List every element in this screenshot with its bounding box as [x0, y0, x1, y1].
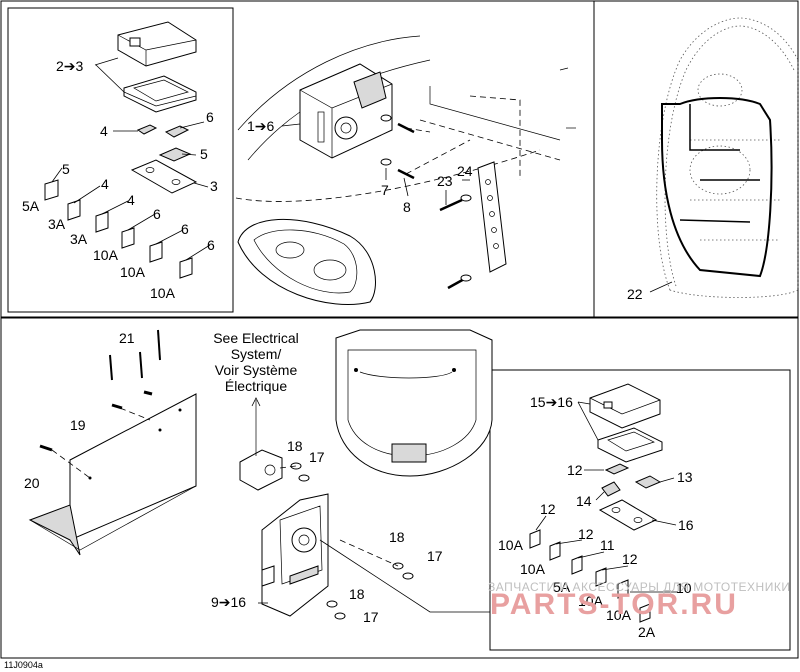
fasteners-19-21 [39, 329, 161, 479]
callout-20: 20 [24, 475, 40, 491]
fuse-rating-3a-1: 3A [48, 216, 66, 232]
fuse-box-inset-frame [7, 7, 234, 313]
callout-15-16: 15➔16 [530, 394, 573, 410]
callout-6d: 6 [207, 237, 215, 253]
callout-9-16: 9➔16 [211, 594, 246, 610]
inset-b-leaders [535, 401, 678, 593]
callout-11: 11 [600, 537, 615, 553]
fuse-block-parts [136, 124, 192, 162]
fuse-rating-b-10a-2: 10A [520, 561, 546, 577]
callout-12a: 12 [567, 462, 583, 478]
fuse-box-assembly-top [299, 63, 393, 159]
bottom-panel-frame [0, 317, 799, 659]
callout-6c: 6 [181, 221, 189, 237]
fuse-box-gasket-b [597, 427, 663, 463]
callout-8: 8 [403, 199, 411, 215]
fuse-box-cover [117, 21, 197, 67]
fuse-box-bottom [261, 493, 329, 617]
fuse-set-b [529, 529, 651, 623]
callout-17c: 17 [363, 609, 379, 625]
callout-4: 4 [100, 123, 108, 139]
fuse-rating-10a-3: 10A [150, 285, 176, 301]
callout-24: 24 [457, 163, 473, 179]
junction-block [239, 397, 283, 491]
callout-3: 3 [210, 178, 218, 194]
callout-22: 22 [627, 286, 643, 302]
terminal-strip-24 [439, 161, 507, 290]
callout-4c: 4 [127, 192, 135, 208]
callout-6b: 6 [153, 206, 161, 222]
fuse-rating-b-5a: 5A [553, 579, 571, 595]
callout-18b: 18 [389, 529, 405, 545]
fuse-set-a [44, 179, 193, 279]
fuse-rating-5a: 5A [22, 198, 40, 214]
callout-12b: 12 [540, 501, 556, 517]
boat-hull-small [237, 219, 376, 305]
fuse-box-plate [130, 159, 198, 194]
fuse-box-plate-b [598, 499, 658, 531]
fuse-box-gasket [123, 75, 197, 113]
callout-18c: 18 [349, 586, 365, 602]
fuse-rating-b-2a: 2A [638, 624, 656, 640]
fuse-rating-3a-2: 3A [70, 231, 88, 247]
callout-14: 14 [576, 493, 592, 509]
callout-18a: 18 [287, 438, 303, 454]
callout-23: 23 [437, 173, 453, 189]
fuse-rating-10a-1: 10A [93, 247, 119, 263]
watermark-tagline: ЗАПЧАСТИ И АКСЕССУАРЫ ДЛЯ МОТОТЕХНИКИ [488, 580, 790, 594]
callout-12d: 12 [622, 551, 638, 567]
harness-leader [649, 281, 673, 293]
boat-outline-harness [656, 17, 799, 298]
callout-17b: 17 [427, 548, 443, 564]
callout-17a: 17 [309, 449, 325, 465]
callout-4b: 4 [101, 176, 109, 192]
callout-2-3: 2➔3 [56, 58, 84, 74]
fuse-rating-10a-2: 10A [120, 264, 146, 280]
hull-rear-view [335, 329, 493, 477]
reference-note-line1: See Electrical [213, 330, 299, 346]
figure-code: 11J0904a [4, 660, 43, 670]
reference-note-line2: System/ [231, 346, 282, 362]
hull-outline-top [235, 35, 561, 202]
mounting-plate-20 [28, 393, 197, 556]
callout-5: 5 [200, 146, 208, 162]
callout-6: 6 [206, 109, 214, 125]
inset-a-leader-lines [51, 57, 211, 261]
fuse-rating-b-10a-4: 10A [606, 607, 632, 623]
screws-7-8 [380, 114, 471, 180]
fuse-rating-b-10a-3: 10A [578, 593, 604, 609]
callout-5b: 5 [62, 161, 70, 177]
callout-7: 7 [381, 182, 389, 198]
connection-lines-bottom [258, 539, 490, 613]
callout-16: 16 [678, 517, 694, 533]
fuse-box-inset-frame-2 [489, 369, 791, 651]
callout-10: 10 [676, 580, 692, 596]
fuse-box-cover-b [589, 383, 661, 429]
callout-21: 21 [119, 330, 135, 346]
reference-note-line4: Électrique [225, 378, 287, 394]
nuts-washers-17-18 [279, 462, 414, 620]
top-leaders [281, 67, 576, 205]
callout-12c: 12 [578, 526, 594, 542]
fuse-rating-b-10a-1: 10A [498, 537, 524, 553]
watermark-logo: PARTS-TOR.RU [490, 588, 738, 621]
callout-1-6: 1➔6 [247, 118, 275, 134]
callout-19: 19 [70, 417, 86, 433]
reference-note-line3: Voir Système [215, 362, 298, 378]
fuse-block-parts-b [601, 463, 662, 497]
callout-13: 13 [677, 469, 693, 485]
